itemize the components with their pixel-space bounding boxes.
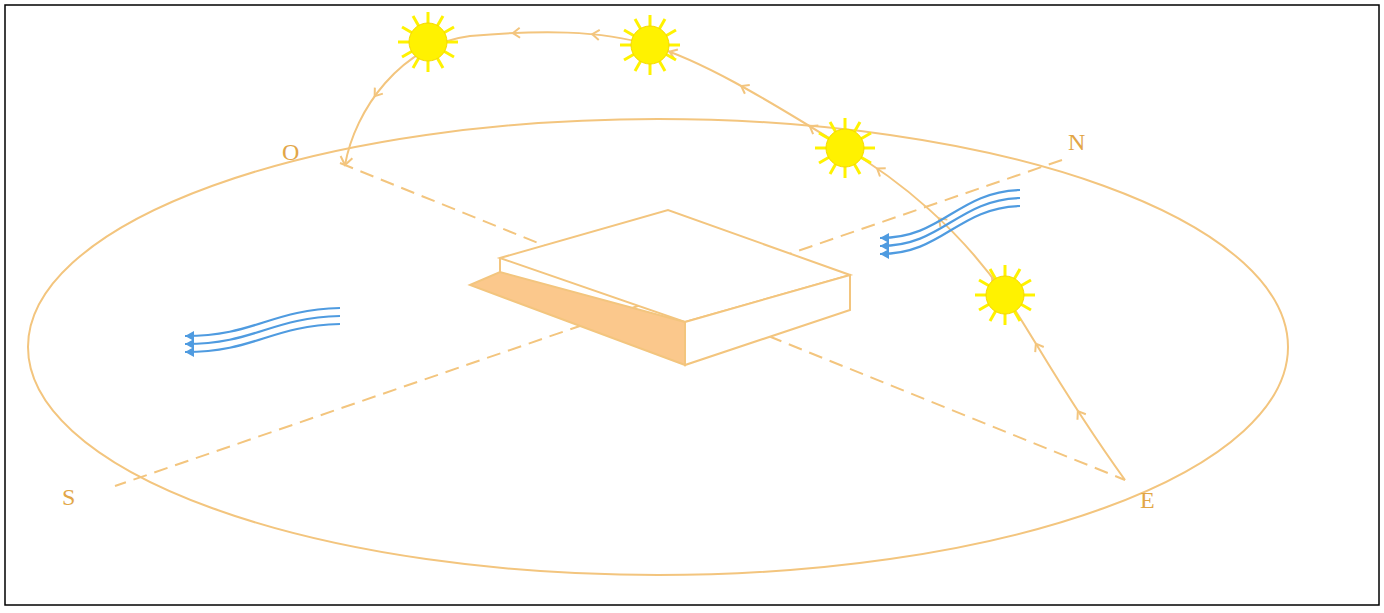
direction-chevron	[739, 82, 750, 94]
sun-ray	[624, 54, 634, 60]
sun-ray	[990, 269, 996, 279]
sun-ray	[975, 294, 987, 297]
sun	[398, 12, 458, 72]
sun-ray	[635, 19, 641, 29]
sun-ray	[990, 311, 996, 321]
sun-ray	[402, 51, 412, 57]
sun-disc	[826, 129, 864, 167]
wind-arrowhead	[185, 347, 194, 357]
sun-ray	[413, 58, 419, 68]
sun-ray	[620, 44, 632, 47]
west-east-axis	[340, 163, 1125, 480]
sun-ray	[819, 133, 829, 139]
sun-ray	[666, 30, 676, 36]
sun-ray	[1023, 294, 1035, 297]
building-side	[685, 275, 850, 365]
compass-letter: O	[282, 140, 299, 164]
sun-ray	[1004, 265, 1007, 277]
north-south-axis	[115, 160, 1062, 486]
direction-chevron	[1032, 341, 1044, 352]
wind-arrowhead	[185, 339, 194, 349]
sun	[620, 15, 680, 75]
sun-ray	[398, 41, 410, 44]
direction-chevron	[592, 29, 600, 40]
sun-ray	[844, 118, 847, 130]
sun-disc	[986, 276, 1024, 314]
direction-chevron	[874, 164, 885, 176]
sun-ray	[863, 147, 875, 150]
sun-ray	[819, 157, 829, 163]
sun-ray	[437, 58, 443, 68]
sun-ray	[427, 12, 430, 24]
sun-ray	[861, 157, 871, 163]
sun-ray	[815, 147, 827, 150]
wind-arrowhead	[880, 249, 889, 259]
sun-ray	[1004, 313, 1007, 325]
wind-arrowhead	[185, 331, 194, 341]
sun-ray	[413, 16, 419, 26]
sun-disc	[409, 23, 447, 61]
sun-ray	[1021, 304, 1031, 310]
sun-ray	[861, 133, 871, 139]
sun-ray	[844, 166, 847, 178]
wind-arrowhead	[880, 233, 889, 243]
direction-chevron	[1074, 408, 1086, 419]
path-arrowhead	[339, 156, 352, 166]
sun-ray	[446, 41, 458, 44]
compass-letter: N	[1068, 130, 1085, 154]
sun-ray	[668, 44, 680, 47]
sun-ray	[979, 280, 989, 286]
sun-ray	[437, 16, 443, 26]
sun	[815, 118, 875, 178]
sun-ray	[830, 122, 836, 132]
frame	[5, 5, 1379, 605]
compass-letter: S	[62, 485, 75, 509]
compass-letter: E	[1140, 488, 1155, 512]
wind-line	[185, 324, 340, 352]
building-shaded-face	[470, 272, 685, 365]
sun-ray	[1021, 280, 1031, 286]
sun-ray	[659, 19, 665, 29]
wind-line	[880, 206, 1020, 254]
direction-chevron	[513, 28, 520, 38]
sun-ray	[635, 61, 641, 71]
sun-disc	[631, 26, 669, 64]
sun-ray	[444, 51, 454, 57]
building-edge	[499, 258, 501, 272]
sun-ray	[854, 164, 860, 174]
sun-ray	[659, 61, 665, 71]
sun-ray	[1014, 311, 1020, 321]
sun-path	[345, 32, 1125, 480]
sun-ray	[854, 122, 860, 132]
horizon-ellipse	[28, 119, 1288, 575]
sun-ray	[649, 15, 652, 27]
wind-arrowhead	[880, 241, 889, 251]
sun-ray	[830, 164, 836, 174]
direction-chevron	[807, 122, 818, 134]
direction-chevron	[371, 88, 383, 100]
sun-ray	[979, 304, 989, 310]
sun-ray	[624, 30, 634, 36]
sun-ray	[427, 60, 430, 72]
sun-ray	[444, 27, 454, 33]
wind-line	[880, 198, 1020, 246]
sun-ray	[666, 54, 676, 60]
sun	[975, 265, 1035, 325]
sun-ray	[1014, 269, 1020, 279]
sun-ray	[402, 27, 412, 33]
sun-ray	[649, 63, 652, 75]
building	[470, 210, 850, 365]
